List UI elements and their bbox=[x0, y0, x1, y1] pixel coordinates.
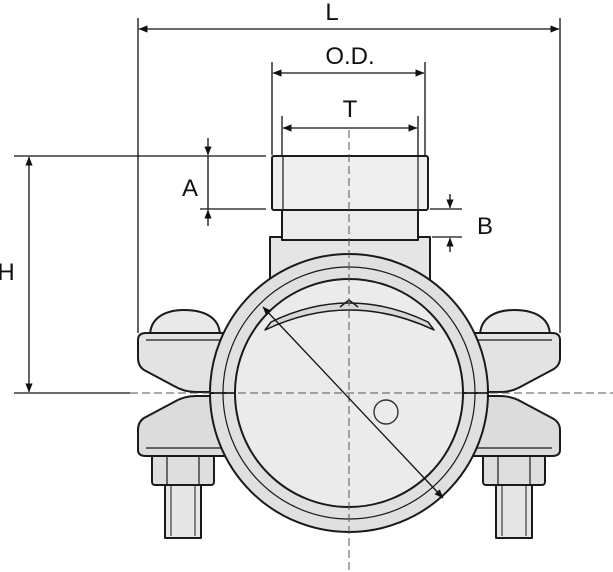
outlet-spigot bbox=[271, 155, 429, 211]
label-L: L bbox=[325, 0, 338, 26]
dimension-lines bbox=[14, 18, 561, 499]
left-bolt-head bbox=[149, 309, 221, 337]
label-A: A bbox=[182, 175, 198, 202]
left-bolt bbox=[151, 447, 215, 539]
lower-left-wing bbox=[137, 395, 233, 457]
label-B: B bbox=[477, 213, 493, 240]
upper-left-wing bbox=[137, 332, 233, 393]
right-bolt bbox=[482, 447, 546, 539]
outlet-neck bbox=[281, 207, 419, 241]
label-OD: O.D. bbox=[325, 43, 374, 70]
dim-diameter-line bbox=[262, 306, 444, 499]
right-bolt-head bbox=[479, 309, 551, 337]
label-H: H bbox=[0, 259, 15, 286]
label-T: T bbox=[343, 96, 358, 123]
